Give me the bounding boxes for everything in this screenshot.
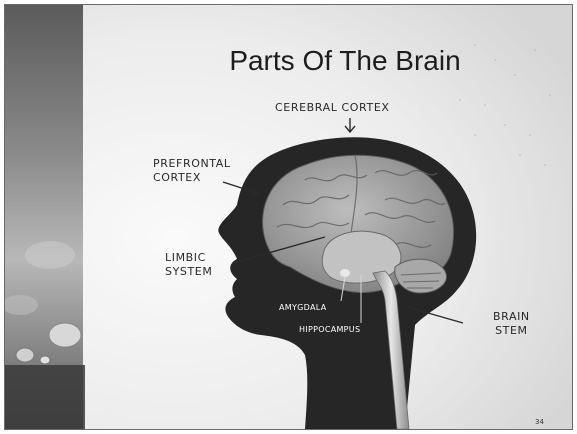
label-prefrontal-line2: CORTEX — [153, 171, 231, 185]
label-limbic-line1: LIMBIC — [165, 251, 212, 265]
label-brain-stem-line1: BRAIN — [493, 310, 530, 324]
amygdala-shape — [340, 269, 350, 277]
label-cerebral-cortex: CEREBRAL CORTEX — [275, 101, 390, 115]
label-amygdala: AMYGDALA — [279, 301, 326, 315]
label-prefrontal-line1: PREFRONTAL — [153, 157, 231, 171]
slide: Parts Of The Brain CEREBRAL CORTEX PREFR… — [4, 4, 573, 430]
label-limbic-system: LIMBIC SYSTEM — [165, 251, 212, 279]
label-brain-stem: BRAIN STEM — [493, 310, 530, 338]
slide-title: Parts Of The Brain — [155, 45, 535, 77]
page-number: 34 — [535, 418, 544, 426]
label-brain-stem-line2: STEM — [493, 324, 530, 338]
label-limbic-line2: SYSTEM — [165, 265, 212, 279]
label-prefrontal-cortex: PREFRONTAL CORTEX — [153, 157, 231, 185]
limbic-region — [322, 231, 401, 283]
label-hippocampus: HIPPOCAMPUS — [299, 323, 360, 337]
